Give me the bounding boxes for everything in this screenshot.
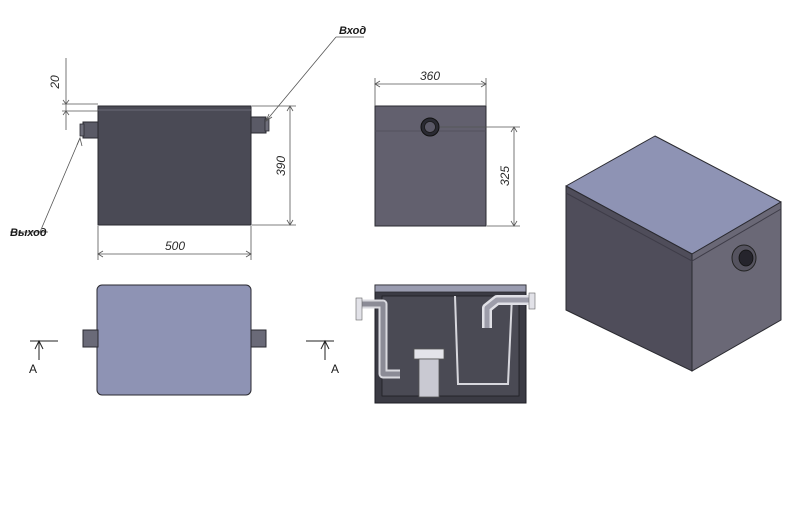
outlet-callout: Выход xyxy=(10,136,83,239)
section-inlet-elbow-inner xyxy=(484,297,532,328)
inlet-opening-inner xyxy=(424,121,436,133)
section-cavity xyxy=(381,295,520,397)
dim-width-text: 360 xyxy=(420,69,440,83)
section-marker-right: A xyxy=(306,339,339,376)
dim-length: 500 xyxy=(97,226,252,260)
top-view xyxy=(82,284,267,396)
top-view-inlet-pipe xyxy=(250,329,267,348)
section-center-pipe-cap xyxy=(413,348,445,360)
outlet-label: Выход xyxy=(10,227,47,239)
iso-right-face xyxy=(691,201,782,372)
dim-inlet-height-text: 325 xyxy=(498,166,512,186)
front-view xyxy=(79,105,270,226)
dim-top-offset-text: 20 xyxy=(48,75,62,90)
section-lid xyxy=(374,284,527,293)
dim-inlet-height: 325 xyxy=(440,126,520,227)
section-right-label: A xyxy=(331,362,339,376)
section-outlet-riser-inner xyxy=(360,301,400,377)
side-view xyxy=(374,105,487,227)
top-view-outlet-pipe xyxy=(82,329,99,348)
iso-lid-edge xyxy=(565,192,782,262)
outlet-pipe xyxy=(82,121,99,139)
section-left-label: A xyxy=(29,362,37,376)
top-view-lid xyxy=(96,284,252,396)
dim-width: 360 xyxy=(374,69,487,106)
section-outlet-flange xyxy=(355,297,363,321)
iso-inlet-opening xyxy=(738,249,754,267)
section-center-pipe xyxy=(418,358,440,398)
inlet-pipe xyxy=(250,116,267,134)
dim-top-offset: 20 xyxy=(48,58,98,130)
inlet-callout: Вход xyxy=(265,25,366,123)
dim-front-height: 390 xyxy=(252,105,296,226)
isometric-view xyxy=(565,135,782,372)
section-inlet-flange xyxy=(528,292,536,310)
section-marker-left: A xyxy=(29,339,58,376)
section-partition xyxy=(454,295,513,385)
front-view-body xyxy=(97,105,252,226)
section-view xyxy=(355,284,536,404)
dim-front-height-text: 390 xyxy=(274,156,288,176)
inlet-label: Вход xyxy=(339,25,366,37)
dim-length-text: 500 xyxy=(165,239,185,253)
outlet-pipe-flange xyxy=(79,123,85,137)
